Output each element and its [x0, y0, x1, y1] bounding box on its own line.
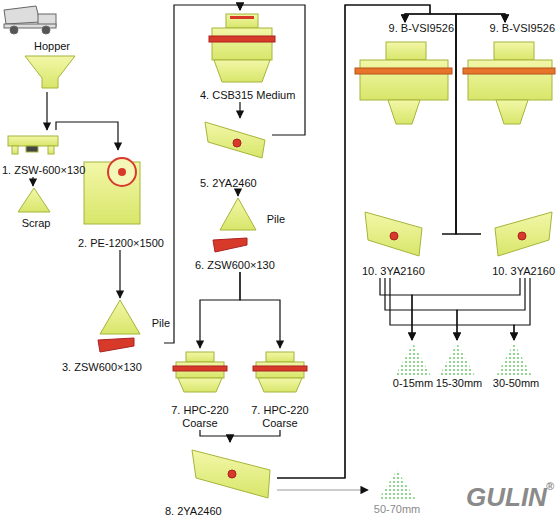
flow-arrow: [237, 190, 238, 196]
vsi-crusher: [463, 42, 555, 124]
product-pile: [439, 343, 475, 376]
flow-arrow: [456, 14, 505, 234]
stock-pile: [100, 300, 140, 334]
product-pile: [395, 343, 431, 376]
flow-arrow: [442, 14, 505, 234]
equipment-node: 9. B-VSI9526: [456, 22, 555, 128]
equipment-label: 50-70mm: [368, 503, 426, 516]
jaw-crusher: [84, 158, 140, 224]
equipment-node: Scrap: [14, 186, 58, 230]
equipment-node: Hopper: [22, 40, 82, 92]
equipment-node: 30-50mm: [490, 340, 542, 390]
equipment-label: 10. 3YA2160: [362, 265, 442, 278]
equipment-label: 2. PE-1200×1500: [78, 237, 172, 250]
flow-arrow: [277, 489, 368, 490]
equipment-node: 4. CSB315 Medium: [200, 10, 302, 102]
vibrating-screen: [495, 212, 552, 256]
equipment-label: 1. ZSW-600×130: [2, 164, 104, 177]
equipment-node: Pile: [98, 298, 170, 336]
equipment-label: 3. ZSW600×130: [62, 361, 164, 374]
flow-arrow: [164, 5, 240, 343]
product-pile: [496, 343, 532, 376]
hopper-funnel: [25, 56, 75, 88]
equipment-label: 7. HPC-220 Coarse: [165, 404, 235, 430]
flow-arrow: [230, 430, 280, 442]
equipment-node: 5. 2YA2460: [200, 118, 272, 190]
vibrating-screen: [192, 450, 270, 498]
cone-crusher: [209, 14, 275, 82]
brand-logo: GULIN: [466, 482, 547, 513]
vibrating-feeder: [8, 136, 58, 154]
equipment-label: 5. 2YA2460: [200, 177, 272, 190]
flow-arrow: [240, 5, 305, 135]
flow-arrow: [277, 5, 505, 478]
flow-arrow: [385, 278, 457, 340]
stock-pile: [220, 198, 256, 230]
equipment-label: 9. B-VSI9526: [456, 22, 555, 35]
flow-arrow: [412, 278, 520, 340]
equipment-node: 2. PE-1200×1500: [78, 150, 172, 250]
flow-arrow: [119, 250, 120, 298]
vibrating-screen: [205, 122, 265, 158]
dump-truck: [4, 6, 56, 34]
equipment-node: 10. 3YA2160: [362, 208, 442, 278]
equipment-node: 0-15mm: [390, 340, 436, 390]
equipment-node: 7. HPC-220 Coarse: [165, 348, 235, 430]
equipment-label: Hopper: [22, 40, 82, 53]
equipment-node: 9. B-VSI9526: [352, 22, 454, 128]
equipment-node: 1. ZSW-600×130: [2, 130, 104, 177]
equipment-label: 8. 2YA2460: [165, 505, 277, 518]
equipment-node: 7. HPC-220 Coarse: [245, 348, 315, 430]
equipment-node: 15-30mm: [434, 340, 484, 390]
flow-arrow: [514, 278, 530, 340]
equipment-label: 15-30mm: [434, 377, 484, 390]
cone-crusher: [173, 352, 227, 392]
vibrating-screen: [365, 212, 422, 256]
flow-arrow: [32, 177, 33, 186]
equipment-node: 8. 2YA2460: [165, 442, 277, 518]
equipment-label: Pile: [152, 317, 170, 330]
flow-arrow: [390, 278, 514, 340]
flow-arrow: [405, 14, 456, 234]
equipment-label: 9. B-VSI9526: [352, 22, 454, 35]
equipment-label: Scrap: [14, 217, 58, 230]
equipment-label: 0-15mm: [390, 377, 436, 390]
equipment-label: 30-50mm: [490, 377, 542, 390]
product-pile: [378, 470, 416, 500]
cone-crusher: [253, 352, 307, 392]
equipment-label: 7. HPC-220 Coarse: [245, 404, 315, 430]
vsi-crusher: [355, 42, 452, 124]
equipment-label: 4. CSB315 Medium: [200, 89, 302, 102]
pile-feeder: [98, 338, 134, 352]
flow-arrow: [239, 102, 240, 118]
scrap-pile: [18, 188, 50, 212]
pile-feeder: [213, 238, 247, 252]
equipment-node: 10. 3YA2160: [481, 208, 555, 278]
equipment-node: 3. ZSW600×130: [62, 338, 164, 374]
equipment-node: 50-70mm: [368, 468, 426, 516]
equipment-node: Pile: [215, 196, 285, 232]
flow-arrow: [240, 272, 280, 348]
flow-arrow: [46, 92, 47, 130]
equipment-label: 6. ZSW600×130: [195, 259, 297, 272]
trademark-mark: ®: [546, 480, 554, 492]
flow-arrow: [457, 278, 525, 340]
flow-arrow: [200, 430, 230, 442]
flow-arrow: [56, 122, 118, 150]
equipment-node: 6. ZSW600×130: [195, 236, 297, 272]
equipment-label: 10. 3YA2160: [481, 265, 555, 278]
equipment-label: Pile: [267, 213, 285, 226]
flow-arrow: [200, 272, 240, 348]
flow-arrow: [405, 14, 481, 234]
